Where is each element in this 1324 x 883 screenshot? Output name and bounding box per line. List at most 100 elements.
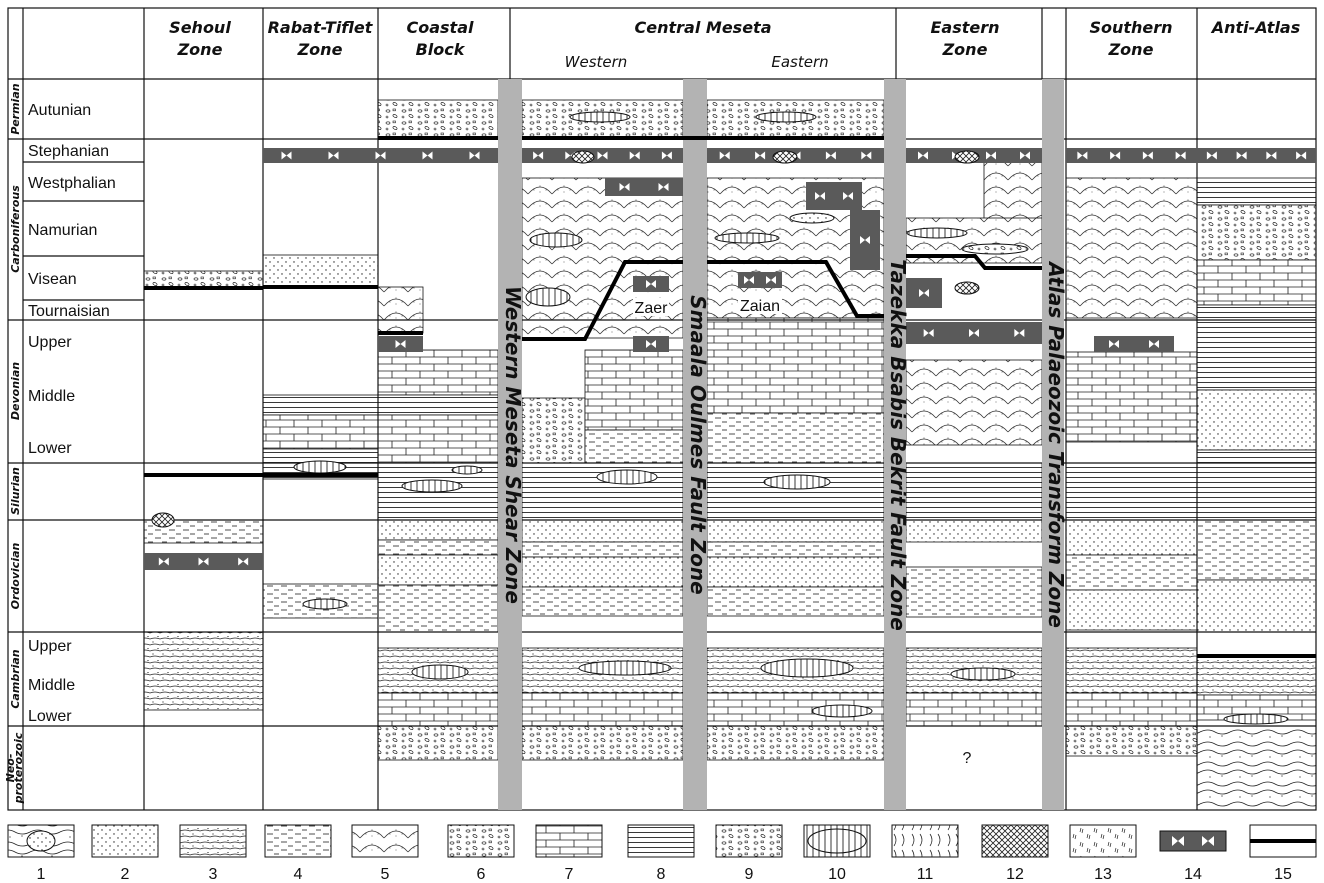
s-ord-1 [1065,519,1198,556]
sehoul-visean [143,270,264,289]
s-sil [1065,462,1198,521]
e-cam-lime [905,692,1043,727]
lens-coastal-cam [411,664,469,680]
lens-e-namur [906,227,968,239]
volcanic-mark [597,151,608,160]
volcanic-mark [825,151,836,160]
period-neo-1: Neo- [4,754,17,783]
rabat-dev-lime [262,414,379,450]
overlays [144,111,1316,725]
rabat-visean [262,254,379,288]
legend-volcanic-mark [1172,836,1184,846]
volcanic-mark [1142,151,1153,160]
unconformity-ce-zaian [707,260,884,318]
period-carboniferous: Carboniferous [9,185,22,273]
header-coastal-2: Block [416,40,466,59]
column-headers: Sehoul Zone Rabat-Tiflet Zone Coastal Bl… [169,18,1300,71]
volcanic-mark [1110,151,1121,160]
table-grid [7,7,1317,811]
lens-aa-cam [1223,713,1289,725]
volcanic-zaian [738,272,782,288]
lens-cw-cam [578,660,672,676]
cw-dev-shale [584,429,684,464]
coastal-neo [377,725,499,761]
fault-label-smaala-oulmes: Smaala Oulmes Fault Zone [686,295,710,594]
legend-number-4: 4 [294,866,303,883]
coastal-ord-4 [377,584,499,633]
volcanic-cw-westph [605,178,683,196]
volcanic-mark [281,151,292,160]
lens-cw-perm [569,111,631,123]
cw-sil [521,462,684,521]
legend-swatch-7 [535,824,603,858]
legend-swatch-3 [179,824,247,858]
fault-band-atlas [1042,79,1064,810]
lens-coastal-sil-2 [451,465,483,475]
cw-cam-lime [521,692,684,727]
volcanic-mark [766,276,776,284]
aa-cam [1196,654,1317,696]
cw-ord-4 [521,586,684,617]
volcanic-mark [815,192,825,200]
legend-swatch-12 [981,824,1049,858]
cw-neo [521,725,684,761]
aa-basement [1196,725,1317,811]
lens-sehoul-ord [151,512,175,528]
aa-namurian [1196,204,1317,261]
coastal-cam-lime [377,692,499,727]
volcanic-mark [919,289,929,297]
legend-number-3: 3 [209,866,218,883]
lens-ce-namur [714,232,780,244]
fault-label-tazekka: Tazekka Bsabis Bekrit Fault Zone [886,259,910,631]
fault-label-western-meseta: Western Meseta Shear Zone [501,286,525,604]
legend-swatch-11 [891,824,959,858]
s-ord-2 [1065,554,1198,591]
stage-stephanian: Stephanian [28,143,109,160]
zaian-label-bg [738,296,782,314]
s-cam-lime [1065,692,1198,727]
label-question-mark: ? [963,750,972,767]
lens-ce-namur-2 [789,212,835,224]
coastal-dev-shale [377,394,499,416]
ce-neo [706,725,885,761]
volcanic-mark [646,280,656,288]
unconformity-e-visean [906,254,1042,270]
period-ordovician: Ordovician [9,542,22,609]
legend-number-2: 2 [121,866,130,883]
cw-ord-1 [521,519,684,543]
lens-coastal-sil [401,479,463,493]
legend-number-9: 9 [745,866,754,883]
header-central-eastern: Eastern [771,53,828,71]
aa-ord-1 [1196,519,1317,581]
volcanic-mark [533,151,544,160]
header-central-western: Western [565,53,628,71]
label-zaian: Zaian [740,298,780,315]
stage-devonian-middle: Middle [28,388,75,405]
fault-band-tazekka [884,79,906,810]
legend-swatch-13 [1069,824,1137,858]
legend-lens [807,828,867,854]
period-neo-2: proterozoic [12,732,25,804]
header-sehoul-2: Zone [177,40,223,59]
legend-number-7: 7 [565,866,574,883]
volcanic-mark [969,329,979,337]
period-silurian: Silurian [9,467,22,515]
legend-number-5: 5 [381,866,390,883]
lens-e-namur-2 [961,243,1029,255]
coastal-ord-2 [377,539,499,556]
legend-number-1: 1 [37,866,46,883]
e-ord-1 [905,519,1043,543]
unconformity-cw-zaer [522,260,683,341]
volcanic-mark [619,183,630,191]
legend-number-6: 6 [477,866,486,883]
volcanic-mark [719,151,730,160]
volcanic-mark [469,151,480,160]
header-rabat-1: Rabat-Tiflet [268,18,374,37]
fault-label-atlas: Atlas Palaeozoic Transform Zone [1044,260,1068,628]
stage-namurian: Namurian [28,222,97,239]
lithology-fills [143,99,1317,811]
stage-cambrian-middle: Middle [28,677,75,694]
stage-visean: Visean [28,271,77,288]
lens-ce-cam-2 [811,704,873,718]
period-cambrian: Cambrian [9,649,22,708]
